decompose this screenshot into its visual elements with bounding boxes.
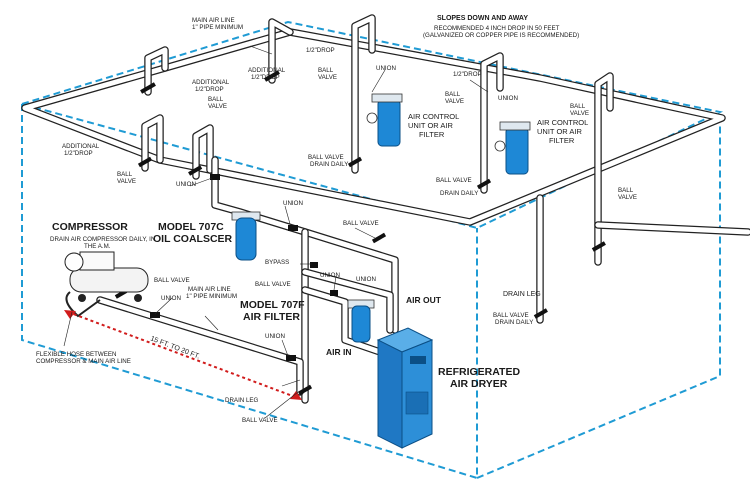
label-acu-right-2: UNIT OR AIR [537, 127, 582, 136]
label-acu-left-3: FILTER [419, 130, 445, 139]
label-compressor: COMPRESSOR [52, 221, 128, 233]
air-filter-707f [347, 299, 375, 343]
label-union-top: UNION [283, 200, 303, 207]
label-air-in: AIR IN [326, 347, 352, 357]
label-half-drop-b: 1/2"DROP [453, 71, 482, 78]
label-model-707c-1: MODEL 707C [158, 221, 224, 233]
label-compressor-note-2: THE A.M. [84, 243, 111, 250]
label-ball-valve-e1: BALL [117, 171, 133, 178]
label-union-d: UNION [356, 276, 376, 283]
label-bypass: BYPASS [265, 259, 289, 266]
label-ball-valve-c2: VALVE [445, 98, 464, 105]
label-additional-1b: 1/2"DROP [251, 74, 280, 81]
label-acu-right-3: FILTER [549, 136, 575, 145]
label-additional-2b: 1/2"DROP [195, 86, 224, 93]
label-half-drop-a: 1/2"DROP [306, 47, 335, 54]
label-compressor-note-1: DRAIN AIR COMPRESSOR DAILY, IN [50, 236, 155, 243]
refrigerated-air-dryer [376, 327, 434, 449]
label-ball-valve-e2: VALVE [117, 178, 136, 185]
overhead-drops [141, 14, 750, 324]
leader-lines [63, 45, 489, 419]
label-union-c: UNION [176, 181, 196, 188]
distance-arrow [64, 310, 302, 400]
label-model-707f-1: MODEL 707F [240, 299, 305, 311]
label-main-air-line-top: MAIN AIR LINE [192, 17, 235, 24]
label-union-bypass: UNION [320, 272, 340, 279]
label-ball-valve-b1: BALL [208, 96, 224, 103]
label-additional-3b: 1/2"DROP [64, 150, 93, 157]
label-ball-valve-bypass: BALL VALVE [255, 281, 291, 288]
label-ball-valve-comp: BALL VALVE [154, 277, 190, 284]
label-union-b: UNION [498, 95, 518, 102]
label-union-low2: UNION [265, 333, 285, 340]
oil-coalescer-707c [231, 211, 261, 261]
label-recommended-2: (GALVANIZED OR COPPER PIPE IS RECOMMENDE… [423, 32, 579, 39]
label-ball-valve-d1: BALL [570, 103, 586, 110]
label-union-a: UNION [376, 65, 396, 72]
label-additional-3a: ADDITIONAL [62, 143, 100, 150]
label-additional-2a: ADDITIONAL [192, 79, 230, 86]
label-ball-valve-f2: VALVE [618, 194, 637, 201]
label-dryer-2: AIR DRYER [450, 378, 508, 390]
label-slopes: SLOPES DOWN AND AWAY [437, 15, 528, 22]
label-acu-right-1: AIR CONTROL [537, 118, 588, 127]
label-air-out: AIR OUT [406, 295, 442, 305]
label-dryer-1: REFRIGERATED [438, 366, 520, 378]
label-additional-1a: ADDITIONAL [248, 67, 286, 74]
label-flex-2: COMPRESSOR & MAIN AIR LINE [36, 358, 131, 365]
label-ball-valve-mid: BALL VALVE [436, 177, 472, 184]
air-control-unit-left [366, 93, 403, 147]
label-drain-daily-mid: DRAIN DAILY [440, 190, 478, 197]
label-ball-valve-drain-1: BALL VALVE [308, 154, 344, 161]
label-ball-valve-f1: BALL [618, 187, 634, 194]
label-ball-valve-d2: VALVE [570, 110, 589, 117]
labels: MAIN AIR LINE 1" PIPE MINIMUM SLOPES DOW… [36, 15, 637, 424]
label-pipe-min-top: 1" PIPE MINIMUM [192, 24, 243, 31]
valve-marks [114, 70, 606, 396]
label-drain-leg-right: DRAIN LEG [503, 291, 541, 298]
label-model-707f-2: AIR FILTER [243, 311, 300, 323]
label-distance: 15 FT. TO 20 FT. [149, 335, 200, 360]
label-recommended-1: RECOMMENDED 4 INCH DROP IN 50 FEET [434, 25, 560, 32]
label-main-air-line-low-1: MAIN AIR LINE [188, 286, 231, 293]
label-acu-left-2: UNIT OR AIR [408, 121, 453, 130]
label-ball-valve-low: BALL VALVE [242, 417, 278, 424]
label-ball-valve-top: BALL VALVE [343, 220, 379, 227]
compressor [64, 251, 149, 318]
room-outline [18, 20, 724, 480]
label-ball-valve-a2: VALVE [318, 74, 337, 81]
label-model-707c-2: OIL COALSCER [153, 233, 233, 245]
label-flex-1: FLEXIBLE HOSE BETWEEN [36, 351, 116, 358]
label-ball-valve-a1: BALL [318, 67, 334, 74]
label-main-air-line-low-2: 1" PIPE MINIMUM [186, 293, 237, 300]
label-ball-valve-right: BALL VALVE [493, 312, 529, 319]
air-control-unit-right [494, 121, 531, 175]
label-acu-left-1: AIR CONTROL [408, 112, 459, 121]
label-ball-valve-drain-2: DRAIN DAILY [310, 161, 348, 168]
label-drain-daily-right: DRAIN DAILY [495, 319, 533, 326]
label-ball-valve-c1: BALL [445, 91, 461, 98]
label-drain-leg-left: DRAIN LEG [225, 397, 259, 404]
equipment-piping [96, 156, 399, 404]
label-ball-valve-b2: VALVE [208, 103, 227, 110]
label-union-low: UNION [161, 295, 181, 302]
